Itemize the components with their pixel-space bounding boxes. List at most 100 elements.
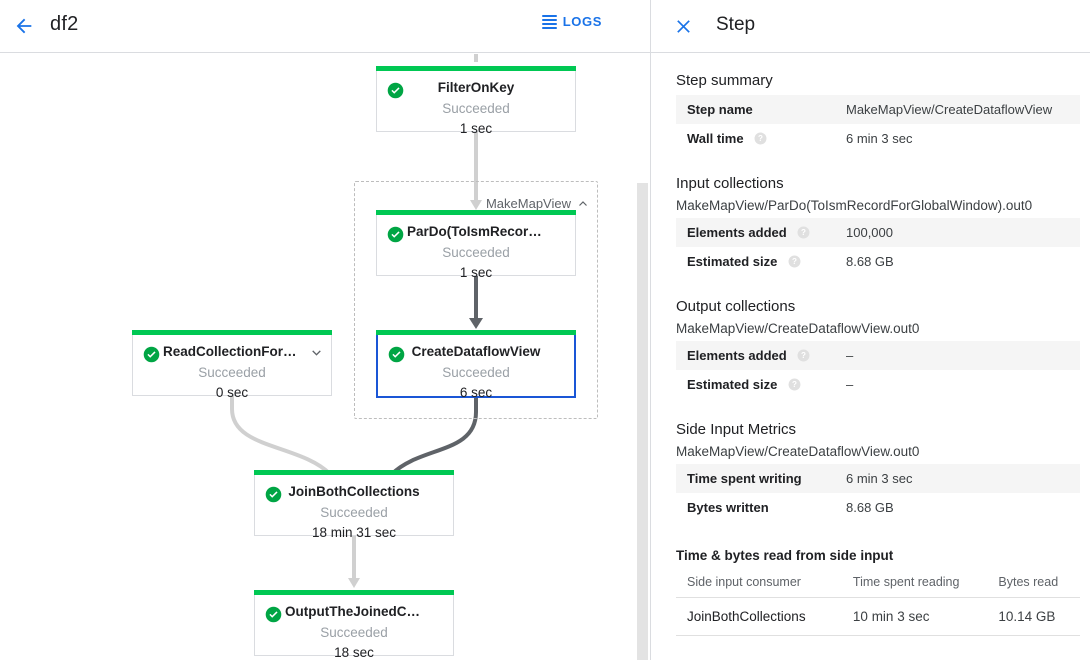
- node-time: 18 sec: [334, 645, 374, 660]
- cell-time-spent-reading: 10 min 3 sec: [852, 597, 999, 636]
- svg-text:?: ?: [792, 380, 797, 389]
- svg-text:?: ?: [792, 257, 797, 266]
- step-summary-table: Step name MakeMapView/CreateDataflowView…: [676, 95, 1080, 153]
- check-circle-icon: [265, 486, 282, 503]
- graph-node-pardo-toismrecordfor[interactable]: ParDo(ToIsmRecordFor… Succeeded 1 sec: [376, 210, 576, 280]
- step-panel-title: Step: [716, 14, 756, 35]
- help-icon[interactable]: ?: [754, 132, 767, 145]
- row-value: 100,000: [844, 218, 1080, 247]
- section-heading-input-collections: Input collections: [676, 175, 784, 192]
- row-value: 6 min 3 sec: [846, 131, 913, 146]
- back-button[interactable]: [8, 10, 40, 42]
- table-row: Wall time ? 6 min 3 sec: [676, 124, 1080, 153]
- graph-edges: [226, 54, 483, 588]
- graph-node-create-dataflow-view[interactable]: CreateDataflowView Succeeded 6 sec: [376, 330, 576, 400]
- group-box-makemapview[interactable]: MakeMapView: [354, 181, 598, 419]
- row-key: Elements added ?: [676, 341, 844, 370]
- graph-node-output-the-joined-collec[interactable]: OutputTheJoinedCollec… Succeeded 18 sec: [254, 590, 454, 660]
- node-status-bar: [254, 590, 454, 595]
- arrow-left-icon: [16, 18, 32, 34]
- graph-node-join-both-collections[interactable]: JoinBothCollections Succeeded 18 min 31 …: [254, 470, 454, 540]
- node-status: Succeeded: [320, 625, 388, 640]
- row-key: Time spent writing: [676, 464, 844, 493]
- logs-button[interactable]: LOGS: [541, 14, 602, 29]
- group-label: MakeMapView: [485, 196, 571, 211]
- help-icon[interactable]: ?: [797, 226, 810, 239]
- row-value: 6 min 3 sec: [844, 464, 1080, 493]
- node-status: Succeeded: [442, 365, 510, 380]
- table-row: Estimated size ? –: [676, 370, 1080, 399]
- step-details-pane: Step Step summary Step name MakeMapView/…: [651, 0, 1090, 660]
- row-value: –: [844, 341, 1080, 370]
- row-value: 8.68 GB: [846, 500, 894, 515]
- node-name: ParDo(ToIsmRecordFor…: [407, 224, 572, 239]
- job-graph-canvas[interactable]: MakeMapView FilterOnKey Succeeded 1 sec: [0, 54, 650, 660]
- check-circle-icon: [388, 346, 405, 363]
- graph-node-read-collection-for-join[interactable]: ReadCollectionForJoin Succeeded 0 sec: [132, 330, 332, 400]
- step-panel-header: Step: [651, 0, 1090, 53]
- close-button[interactable]: [669, 12, 697, 40]
- svg-text:?: ?: [758, 134, 763, 143]
- node-name: ReadCollectionForJoin: [163, 344, 311, 359]
- column-header-side-input-consumer: Side input consumer: [676, 569, 853, 598]
- node-status-bar: [376, 66, 576, 71]
- output-collection-name: MakeMapView/CreateDataflowView.out0: [676, 321, 920, 336]
- section-heading-output-collections: Output collections: [676, 298, 796, 315]
- help-icon[interactable]: ?: [788, 378, 801, 391]
- help-icon[interactable]: ?: [788, 255, 801, 268]
- svg-text:?: ?: [801, 351, 806, 360]
- row-key: Elements added ?: [676, 218, 844, 247]
- node-status: Succeeded: [320, 505, 388, 520]
- side-input-read-table: Side input consumer Time spent reading B…: [676, 569, 1080, 636]
- output-collections-table: Elements added ? – Estimated size ?: [676, 341, 1080, 399]
- logs-button-label: LOGS: [562, 14, 602, 29]
- row-key: Bytes written: [687, 500, 769, 515]
- node-status: Succeeded: [442, 101, 510, 116]
- chevron-up-icon[interactable]: [577, 198, 589, 210]
- node-status: Succeeded: [198, 365, 266, 380]
- step-panel-body: Step summary Step name MakeMapView/Creat…: [651, 54, 1090, 660]
- check-circle-icon: [265, 606, 282, 623]
- section-heading-step-summary: Step summary: [676, 72, 773, 89]
- row-value: –: [846, 377, 854, 392]
- node-time: 1 sec: [459, 265, 493, 280]
- node-time: 1 sec: [459, 121, 493, 136]
- pane-divider: [650, 0, 651, 660]
- side-input-metrics-table: Time spent writing 6 min 3 sec Bytes wri…: [676, 464, 1080, 522]
- table-row: Time spent writing 6 min 3 sec: [676, 464, 1080, 493]
- row-value: MakeMapView/CreateDataflowView: [844, 95, 1080, 124]
- table-row: Elements added ? 100,000: [676, 218, 1080, 247]
- table-row: Bytes written 8.68 GB: [676, 493, 1080, 522]
- row-key: Estimated size ?: [676, 370, 844, 399]
- chevron-down-icon[interactable]: [310, 346, 323, 359]
- node-time: 6 sec: [459, 385, 493, 400]
- column-header-time-spent-reading: Time spent reading: [852, 569, 999, 598]
- page-title: df2: [50, 13, 79, 35]
- check-circle-icon: [387, 226, 404, 243]
- node-time: 0 sec: [215, 385, 249, 400]
- node-name: CreateDataflowView: [411, 344, 541, 359]
- row-key: Wall time ?: [676, 124, 844, 153]
- row-value: 8.68 GB: [846, 254, 894, 269]
- graph-scrollbar[interactable]: [637, 54, 648, 660]
- graph-pane: df2 LOGS: [0, 10, 650, 660]
- svg-text:?: ?: [801, 228, 806, 237]
- list-icon: [541, 14, 557, 29]
- graph-scrollbar-thumb[interactable]: [637, 183, 648, 660]
- table-header-row: Side input consumer Time spent reading B…: [676, 569, 1080, 598]
- graph-node-filter-on-key[interactable]: FilterOnKey Succeeded 1 sec: [376, 66, 576, 136]
- table-row: JoinBothCollections 10 min 3 sec 10.14 G…: [676, 597, 1080, 636]
- node-name: FilterOnKey: [437, 80, 515, 95]
- node-status-bar: [376, 210, 576, 215]
- close-icon: [676, 19, 690, 33]
- table-row: Estimated size ? 8.68 GB: [676, 247, 1080, 276]
- node-name: OutputTheJoinedCollec…: [285, 604, 451, 619]
- node-status: Succeeded: [442, 245, 510, 260]
- node-name: JoinBothCollections: [288, 484, 420, 499]
- check-circle-icon: [143, 346, 160, 363]
- help-icon[interactable]: ?: [797, 349, 810, 362]
- cell-bytes-read: 10.14 GB: [998, 597, 1080, 636]
- column-header-bytes-read: Bytes read: [998, 569, 1080, 598]
- side-input-collection-name: MakeMapView/CreateDataflowView.out0: [676, 444, 920, 459]
